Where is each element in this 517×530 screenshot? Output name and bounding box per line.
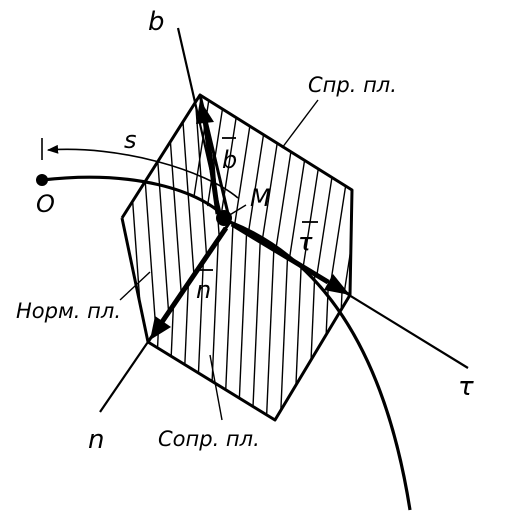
trajectory-curve [41,175,412,511]
arc-length-arrow [46,144,239,199]
normal-vector [150,226,229,340]
n-axis-label: n [88,425,104,455]
osculating-plane-label: Сопр. пл. [158,427,260,451]
rectifying-plane-leader [281,99,319,149]
normal-plane-leader [119,271,151,301]
origin-point [36,174,48,186]
normal-vector-label: n [196,276,211,304]
m-leader [227,204,247,217]
point-m [216,210,232,226]
binormal-vector [196,100,221,215]
tangent-vector-label: τ [298,228,313,256]
plane-outlines [120,93,354,422]
normal-plane-label: Норм. пл. [16,299,121,323]
b-axis-label: b [148,7,165,37]
arc-length-label: s [124,126,137,154]
tangent-vector [230,221,350,295]
binormal-vector-label: b [222,146,237,174]
point-m-label: M [250,184,271,212]
osculating-plane-leader [209,354,223,421]
rectifying-plane-label: Спр. пл. [308,73,397,97]
origin-label: O [36,190,55,218]
tau-axis-label: τ [458,372,474,402]
